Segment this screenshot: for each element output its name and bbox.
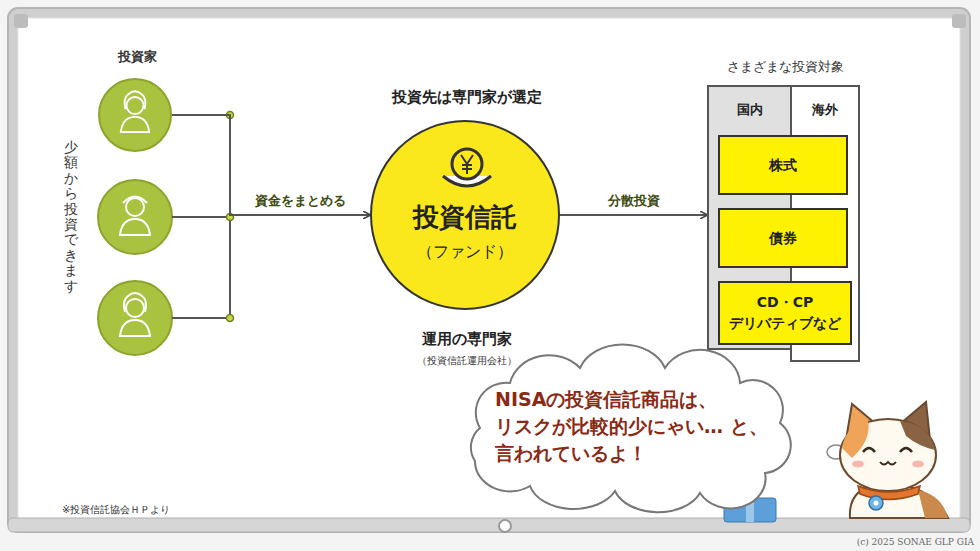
asset-box: CD・CP デリバティブなど (718, 281, 852, 345)
flow-arrow (172, 115, 370, 215)
investor-icon (98, 180, 172, 254)
copyright: (c) 2025 SONAE GLP GIA (857, 537, 974, 547)
node-subtext: 運用の専門家 (317, 330, 617, 349)
node-subtext: （ファンド） (372, 242, 558, 263)
node-text: CD・CP デリバティブなど (720, 292, 850, 334)
board-tray (8, 518, 970, 532)
thought-cloud: NISAの投資信託商品は、 リスクが比較的少にゃい… と、言われているよ！ (440, 358, 830, 496)
frame-corner (952, 14, 966, 28)
frame-corner (14, 14, 28, 28)
tray-knob (499, 520, 511, 532)
vertical-note: 少額から投資できます (64, 140, 78, 294)
edge-label: 分散投資 (605, 192, 663, 210)
node-text: 株式 (763, 155, 803, 176)
node-subtext: 投資信託 (372, 200, 558, 235)
node-text: 債券 (763, 228, 803, 249)
merge-wire (172, 115, 230, 318)
edge-label: 資金をまとめる (252, 192, 349, 210)
panel-title: さまざまな投資対象 (690, 58, 880, 76)
node-text: 国内 (709, 87, 790, 119)
flow-arrow (560, 214, 707, 216)
node-text: 海外 (792, 87, 858, 119)
node-text: 投資家 (87, 48, 187, 66)
person-icon (100, 80, 170, 150)
investor-icon (98, 281, 172, 355)
fund-circle: 投資先は専門家が選定投資信託（ファンド）運用の専門家（投資信託運用会社） (370, 120, 560, 310)
board-surface (18, 18, 960, 522)
asset-box: 債券 (718, 208, 848, 268)
coin-icon (437, 144, 497, 194)
investor-circle: 投資家 (98, 78, 172, 152)
source-note: ※投資信託協会ＨＰより (62, 503, 170, 517)
board-frame (8, 8, 970, 532)
node-text: NISAの投資信託商品は、 リスクが比較的少にゃい… と、言われているよ！ (495, 386, 795, 467)
asset-box: 株式 (718, 135, 848, 195)
cat-mascot (840, 402, 948, 518)
node-text: 投資先は専門家が選定 (317, 88, 617, 107)
